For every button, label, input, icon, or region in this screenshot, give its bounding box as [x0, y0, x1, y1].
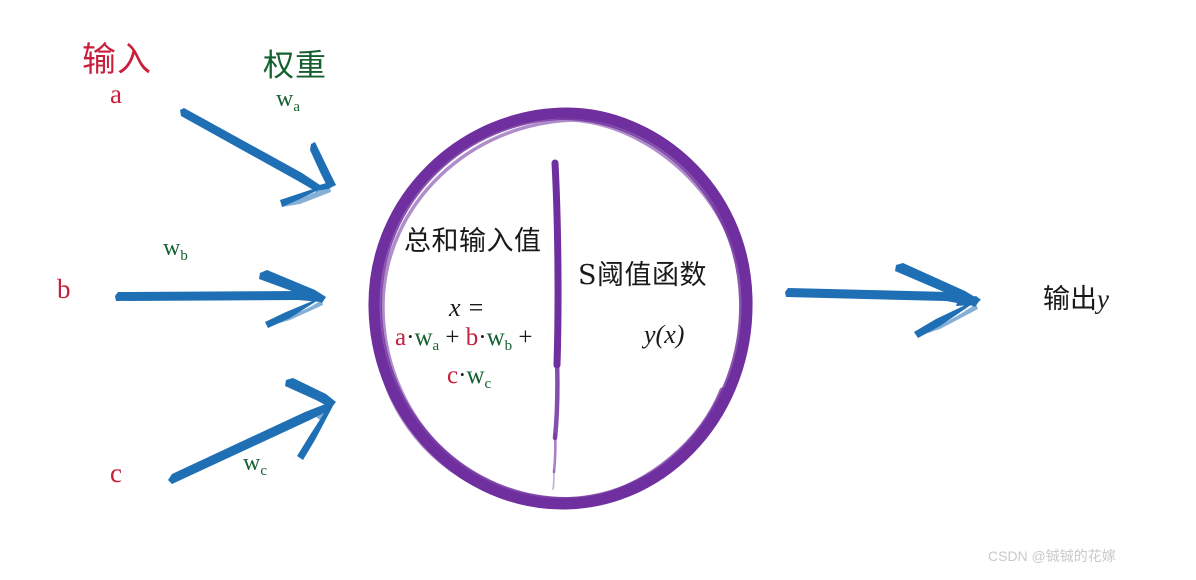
formula-term-c: c	[447, 362, 459, 389]
neuron-circle	[368, 107, 753, 510]
weight-base-a: w	[276, 86, 294, 112]
formula-plus-1: +	[445, 324, 460, 351]
input-label-c: c	[110, 458, 122, 488]
output-label-variable: y	[1097, 284, 1109, 314]
output-arrow	[785, 263, 981, 338]
output-label: 输出y	[1043, 277, 1109, 316]
formula-weight-wa: w	[414, 324, 433, 351]
formula-weight-wa-sub: a	[432, 338, 440, 355]
weight-heading: 权重	[263, 48, 327, 84]
weight-sub-a: a	[293, 98, 300, 115]
threshold-function-title: S阈值函数	[578, 260, 707, 291]
weight-label-wb: wb	[163, 235, 188, 265]
formula-line-1: a·wa + b·wb +	[395, 324, 533, 355]
watermark: CSDN @铖铖的花嫁	[988, 548, 1116, 564]
formula-op-3: ·	[458, 362, 467, 389]
formula-weight-wb-sub: b	[504, 338, 513, 355]
formula-term-b: b	[465, 324, 479, 351]
weight-label-wa: wa	[276, 86, 300, 116]
formula-op-2: ·	[478, 324, 487, 351]
input-heading: 输入	[82, 40, 152, 80]
output-label-text: 输出	[1043, 284, 1097, 315]
formula-term-a: a	[395, 324, 407, 351]
input-arrow-a	[180, 108, 336, 207]
formula-weight-wc-sub: c	[484, 376, 492, 393]
sum-input-title: 总和输入值	[404, 226, 542, 257]
formula-plus-2: +	[518, 324, 533, 351]
threshold-function-expression: y(x)	[644, 320, 685, 349]
weight-base-b: w	[163, 235, 181, 261]
formula-weight-wc: w	[466, 362, 485, 389]
weight-label-wc: wc	[243, 450, 267, 480]
sum-variable: x =	[449, 293, 485, 322]
formula-weight-wb: w	[486, 324, 505, 351]
input-arrow-b	[115, 270, 326, 328]
weight-base-c: w	[243, 450, 261, 476]
formula-line-2: c·wc	[447, 362, 491, 393]
formula-op-1: ·	[406, 324, 415, 351]
weight-sub-b: b	[180, 247, 188, 264]
weight-sub-c: c	[260, 462, 267, 479]
input-label-a: a	[110, 79, 122, 109]
input-label-b: b	[57, 274, 71, 304]
